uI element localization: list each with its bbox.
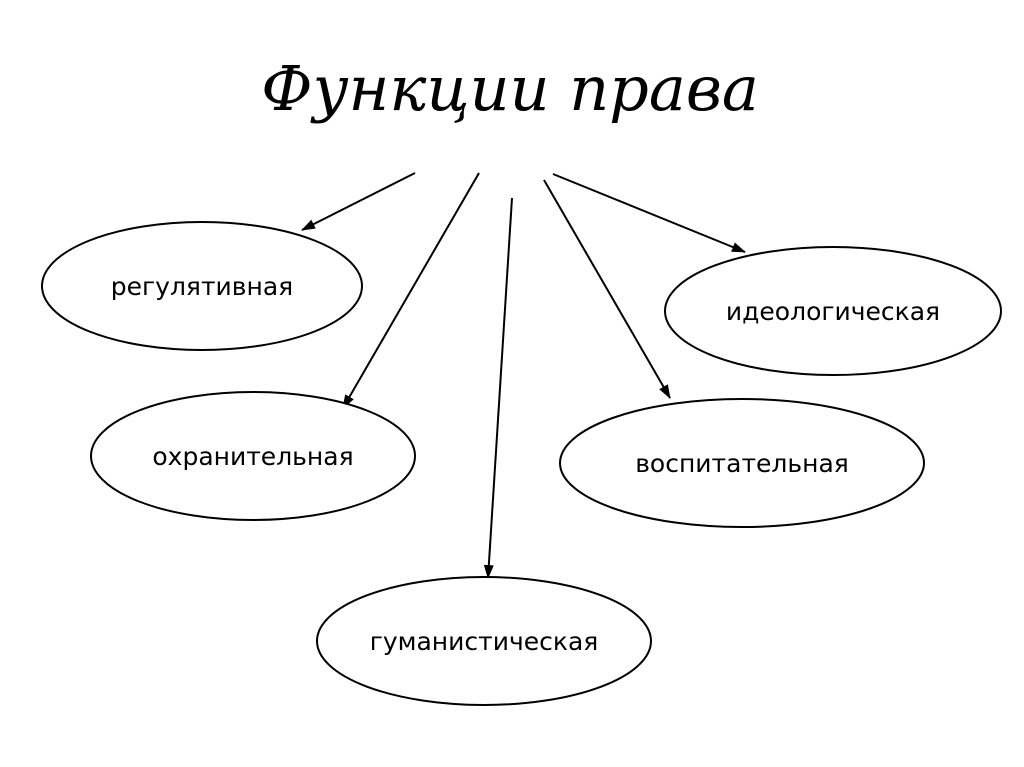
node-humanistic: гуманистическая [316, 576, 652, 706]
diagram-title: Функции права [261, 52, 759, 125]
node-educational: воспитательная [559, 398, 925, 528]
arrow-to-ideological [552, 173, 746, 253]
arrow-to-protective [342, 172, 480, 409]
arrows [301, 172, 746, 579]
node-humanistic-ellipse [316, 576, 652, 706]
node-ideological-label: идеологическая [726, 297, 940, 326]
node-protective-ellipse [90, 391, 416, 521]
node-regulatory: регулятивная [41, 221, 363, 351]
node-ideological-ellipse [664, 246, 1002, 376]
arrow-to-regulatory [301, 172, 416, 231]
node-protective: охранительная [90, 391, 416, 521]
node-educational-label: воспитательная [635, 449, 849, 478]
node-protective-label: охранительная [152, 442, 353, 471]
arrow-to-educational [543, 179, 671, 399]
node-ideological: идеологическая [664, 246, 1002, 376]
node-humanistic-label: гуманистическая [370, 627, 599, 656]
node-regulatory-ellipse [41, 221, 363, 351]
arrow-to-humanistic [483, 197, 513, 579]
node-educational-ellipse [559, 398, 925, 528]
node-regulatory-label: регулятивная [111, 272, 293, 301]
